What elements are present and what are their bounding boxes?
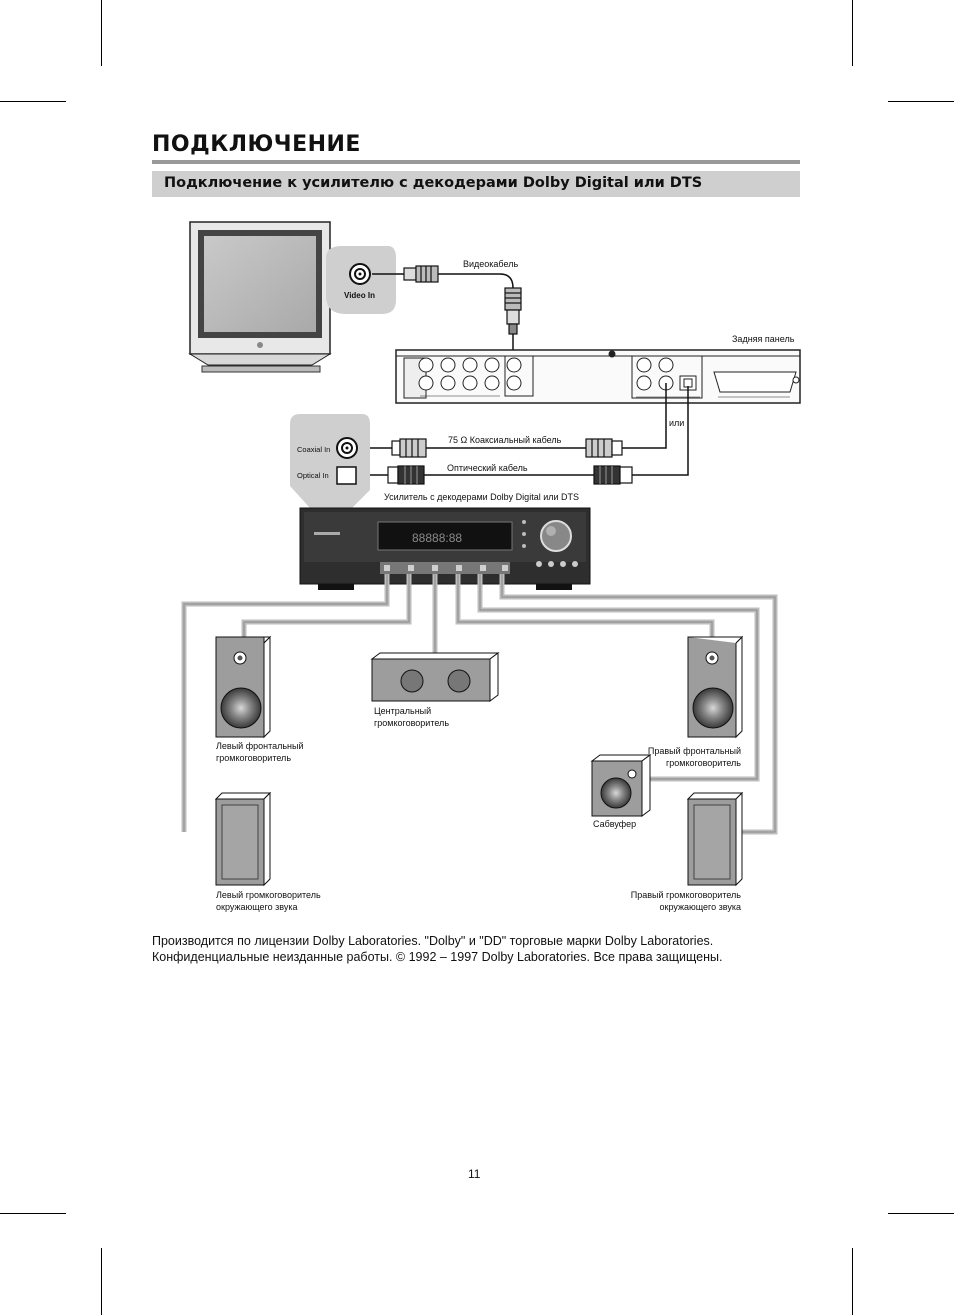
center-speaker-label-2: громкоговоритель	[374, 718, 449, 728]
amplifier-label: Усилитель с декодерами Dolby Digital или…	[384, 492, 579, 502]
footnote-line-2: Конфиденциальные неизданные работы. © 19…	[152, 950, 723, 964]
section-title: Подключение к усилителю с декодерами Dol…	[164, 175, 703, 191]
left-surround-speaker-icon	[214, 791, 272, 887]
crop-mark	[888, 101, 954, 102]
subwoofer-label: Сабвуфер	[593, 819, 636, 829]
right-surround-label-2: окружающего звука	[660, 902, 741, 912]
page-number: 11	[468, 1167, 481, 1181]
left-front-label-2: громкоговоритель	[216, 753, 291, 763]
speaker-wires	[181, 574, 778, 835]
subwoofer-icon	[590, 754, 652, 817]
license-footnote: Производится по лицензии Dolby Laborator…	[152, 933, 812, 965]
optical-jack-icon	[336, 466, 357, 485]
right-front-speaker-icon	[687, 635, 744, 739]
left-surround-label-2: окружающего звука	[216, 902, 297, 912]
right-surround-speaker-icon	[686, 791, 744, 887]
video-cable	[372, 265, 522, 360]
video-cable-label: Видеокабель	[463, 259, 518, 269]
optical-cable	[358, 386, 689, 485]
left-front-speaker-icon	[215, 635, 272, 739]
tv-icon	[188, 221, 332, 373]
right-surround-label-1: Правый громкоговоритель	[631, 890, 742, 900]
page-title: ПОДКЛЮЧЕНИЕ	[152, 132, 361, 157]
left-front-label-1: Левый фронтальный	[216, 741, 304, 751]
crop-mark	[0, 1213, 66, 1214]
center-speaker-label-1: Центральный	[374, 706, 431, 716]
svg-text:88888:88: 88888:88	[412, 531, 462, 545]
right-front-label-1: Правый фронтальный	[648, 746, 741, 756]
title-rule	[152, 160, 800, 164]
crop-mark	[888, 1213, 954, 1214]
coaxial-in-label: Coaxial In	[297, 445, 330, 454]
crop-mark	[101, 1248, 102, 1315]
rear-panel-label: Задняя панель	[732, 334, 795, 344]
coaxial-cable-label: 75 Ω Коаксиальный кабель	[448, 435, 562, 445]
crop-mark	[852, 0, 853, 66]
or-label: или	[669, 418, 684, 428]
crop-mark	[101, 0, 102, 66]
video-in-label: Video In	[344, 291, 375, 300]
coaxial-cable	[362, 383, 667, 458]
right-front-label-2: громкоговоритель	[666, 758, 741, 768]
dvd-rear-panel	[395, 349, 801, 404]
section-header: Подключение к усилителю с декодерами Dol…	[152, 171, 800, 197]
center-speaker-icon	[370, 652, 500, 702]
crop-mark	[852, 1248, 853, 1315]
amplifier-icon: 88888:88	[299, 507, 591, 590]
left-surround-label-1: Левый громкоговоритель	[216, 890, 321, 900]
amplifier-inputs: Coaxial In Optical In	[290, 414, 370, 508]
speaker-wires-outline	[183, 574, 776, 833]
connection-diagram: Video In Видеокабель Задняя панель	[181, 221, 801, 912]
optical-cable-label: Оптический кабель	[447, 463, 528, 473]
crop-mark	[0, 101, 66, 102]
footnote-line-1: Производится по лицензии Dolby Laborator…	[152, 934, 714, 948]
video-in-jack: Video In	[326, 246, 396, 314]
optical-in-label: Optical In	[297, 471, 329, 480]
